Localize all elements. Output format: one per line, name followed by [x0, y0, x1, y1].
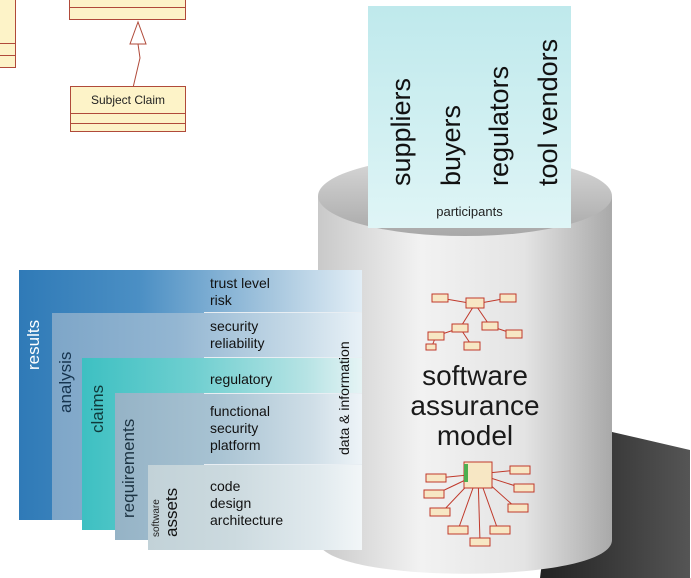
layer-items-results: trust level risk — [210, 275, 270, 308]
uml-divider — [71, 123, 185, 124]
uml-divider — [70, 7, 185, 8]
participants-panel — [368, 6, 571, 228]
uml-class-subject-claim: Subject Claim — [70, 86, 186, 132]
participant-suppliers: suppliers — [386, 77, 416, 186]
uml-thumbnail-top — [425, 293, 523, 351]
side-label-data-information: data & information — [336, 341, 352, 455]
layer-divider — [204, 393, 362, 394]
layer-divider — [204, 312, 362, 313]
uml-highlight — [464, 464, 468, 482]
uml-thumbnail-bottom — [423, 461, 535, 547]
model-title-line2: assurance — [410, 390, 540, 421]
uml-divider — [0, 55, 15, 56]
layer-divider — [204, 464, 362, 465]
cylinder-body — [318, 196, 612, 574]
layer-label-assets-sub: software — [151, 499, 162, 537]
uml-class-name: Subject Claim — [90, 93, 166, 107]
layer-divider — [204, 357, 362, 358]
uml-divider — [71, 113, 185, 114]
model-title-line3: model — [436, 420, 514, 451]
layer-label-requirements: requirements — [119, 418, 138, 518]
layer-items-analysis: security reliability — [210, 318, 265, 351]
layer-label-results: results — [24, 319, 43, 370]
participant-buyers: buyers — [436, 104, 466, 186]
uml-class-top — [69, 0, 186, 20]
layer-items-assets: code design architecture — [210, 478, 284, 528]
uml-class-partial-left — [0, 0, 16, 68]
layer-assets — [148, 465, 362, 550]
participant-regulators: regulators — [484, 65, 514, 186]
uml-inheritance-arrow — [129, 20, 147, 93]
participant-tool-vendors: tool vendors — [533, 38, 563, 186]
participants-label: participants — [436, 204, 503, 219]
model-title-line1: software — [422, 360, 528, 391]
layer-label-claims: claims — [88, 384, 107, 433]
layer-items-claims: regulatory — [210, 371, 273, 387]
uml-divider — [0, 43, 15, 44]
layer-items-requirements: functional security platform — [210, 403, 270, 453]
layer-label-analysis: analysis — [56, 351, 75, 413]
layer-label-assets: assets — [162, 487, 181, 537]
